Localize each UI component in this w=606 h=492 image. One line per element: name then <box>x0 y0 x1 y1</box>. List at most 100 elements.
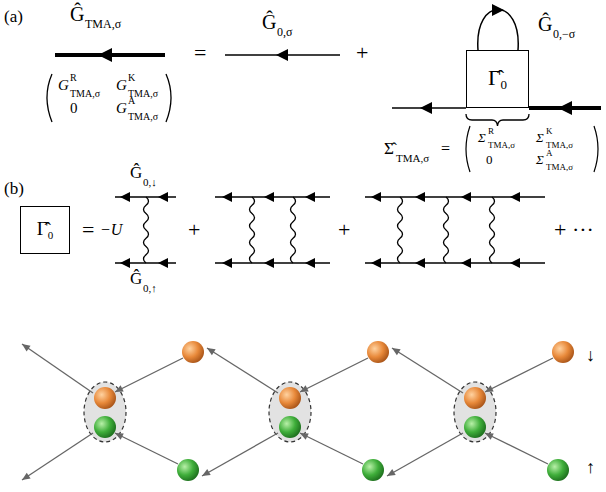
arrow-head <box>558 101 572 115</box>
trajectory-arrow <box>115 433 178 464</box>
arrow-head <box>264 258 274 268</box>
subscript: 0,↓ <box>143 177 157 188</box>
trajectory-arrow <box>202 433 278 476</box>
trajectory-arrow <box>115 358 183 392</box>
arrow-head <box>22 473 31 480</box>
symbol: Ĝ <box>538 14 552 34</box>
operator: + <box>356 42 368 64</box>
operator: = <box>82 219 94 241</box>
subscript: TMA,σ <box>488 141 515 150</box>
interaction-line <box>398 197 403 263</box>
arrow-head <box>485 433 494 440</box>
arrow-head <box>461 258 471 268</box>
operator: + <box>188 219 200 241</box>
panel-label: (a) <box>4 8 23 25</box>
arrow-head <box>158 192 168 202</box>
arrow-head <box>392 348 401 355</box>
trajectory-arrow <box>485 358 553 392</box>
symbol: Σ <box>536 153 544 166</box>
arrow-head <box>300 385 309 392</box>
spin-up-atom <box>177 459 199 481</box>
arrow-head <box>276 49 288 61</box>
symbol: Σ <box>536 131 544 144</box>
operator: + <box>338 219 350 241</box>
arrow-head <box>222 192 232 202</box>
symbol: Σ̂ <box>384 140 394 157</box>
spin-down-atom <box>367 341 389 363</box>
matrix-bracket <box>594 126 598 172</box>
spin-up-atom <box>464 416 486 438</box>
symbol: Ĝ <box>130 164 142 181</box>
vertex-symbol: Γ̂ <box>37 218 48 239</box>
arrow-head <box>22 344 31 351</box>
interaction-line <box>444 197 449 263</box>
vertex-box: Γ̂0 <box>466 50 529 108</box>
symbol: Σ <box>478 131 486 144</box>
arrow-head <box>461 192 471 202</box>
symbol: Ĝ <box>262 12 276 32</box>
trajectory-arrow <box>300 358 368 392</box>
loop-propagator <box>478 10 518 51</box>
arrow-head <box>264 192 274 202</box>
spin-down-atom <box>552 341 574 363</box>
superscript: K <box>546 127 553 136</box>
spin-up-atom <box>279 416 301 438</box>
spin-up-atom <box>547 459 569 481</box>
matrix-bracket <box>466 126 470 172</box>
operator: = <box>194 42 206 64</box>
spin-down-atom <box>464 387 486 409</box>
trajectory-arrow <box>392 348 463 393</box>
arrow-head <box>120 192 130 202</box>
arrow-head <box>415 258 425 268</box>
subscript: TMA,σ <box>396 153 429 164</box>
spin-label: ↑ <box>586 458 595 476</box>
subscript: TMA,σ <box>546 163 573 172</box>
arrow-head <box>485 385 494 392</box>
trajectory-arrow <box>22 433 93 480</box>
subscript: 0 <box>48 229 54 241</box>
arrow-head <box>510 192 520 202</box>
arrow-head <box>115 433 124 440</box>
symbol: G <box>116 78 127 93</box>
matrix-entry: 0 <box>70 101 78 116</box>
arrow-head <box>420 102 432 114</box>
spin-label: ↓ <box>586 346 595 364</box>
arrow-head <box>492 4 504 16</box>
symbol: Ĝ <box>70 4 84 24</box>
operator: = <box>441 141 450 157</box>
arrow-head <box>387 469 396 476</box>
arrow-head <box>305 258 315 268</box>
arrow-head <box>371 258 381 268</box>
subscript: 0 <box>501 77 508 92</box>
matrix-entry: 0 <box>486 153 493 166</box>
subscript: 0,−σ <box>553 28 575 40</box>
superscript: R <box>488 127 494 136</box>
trajectory-arrow <box>485 433 548 464</box>
arrow-head <box>222 258 232 268</box>
spin-down-atom <box>182 341 204 363</box>
matrix-bracket <box>166 74 171 122</box>
vertex-box: Γ̂0 <box>20 206 70 254</box>
panel-label: (b) <box>4 180 24 197</box>
trajectory-arrow <box>300 433 363 464</box>
brace <box>466 114 529 126</box>
spin-down-atom <box>94 387 116 409</box>
spin-up-atom <box>362 459 384 481</box>
trajectory-arrow <box>22 344 93 393</box>
subscript: TMA,σ <box>85 18 121 30</box>
operator: + ··· <box>554 219 594 241</box>
arrow-head <box>371 192 381 202</box>
trajectory-arrow <box>207 348 278 393</box>
interaction-label: −U <box>100 222 122 238</box>
arrow-head <box>115 385 124 392</box>
interaction-line <box>490 197 495 263</box>
superscript: R <box>70 73 77 83</box>
arrow-head <box>305 192 315 202</box>
symbol: G <box>116 101 127 116</box>
symbol: G <box>58 78 69 93</box>
arrow-head <box>300 433 309 440</box>
subscript: 0,σ <box>277 26 292 38</box>
arrow-head <box>202 469 211 476</box>
arrow-head <box>120 258 130 268</box>
